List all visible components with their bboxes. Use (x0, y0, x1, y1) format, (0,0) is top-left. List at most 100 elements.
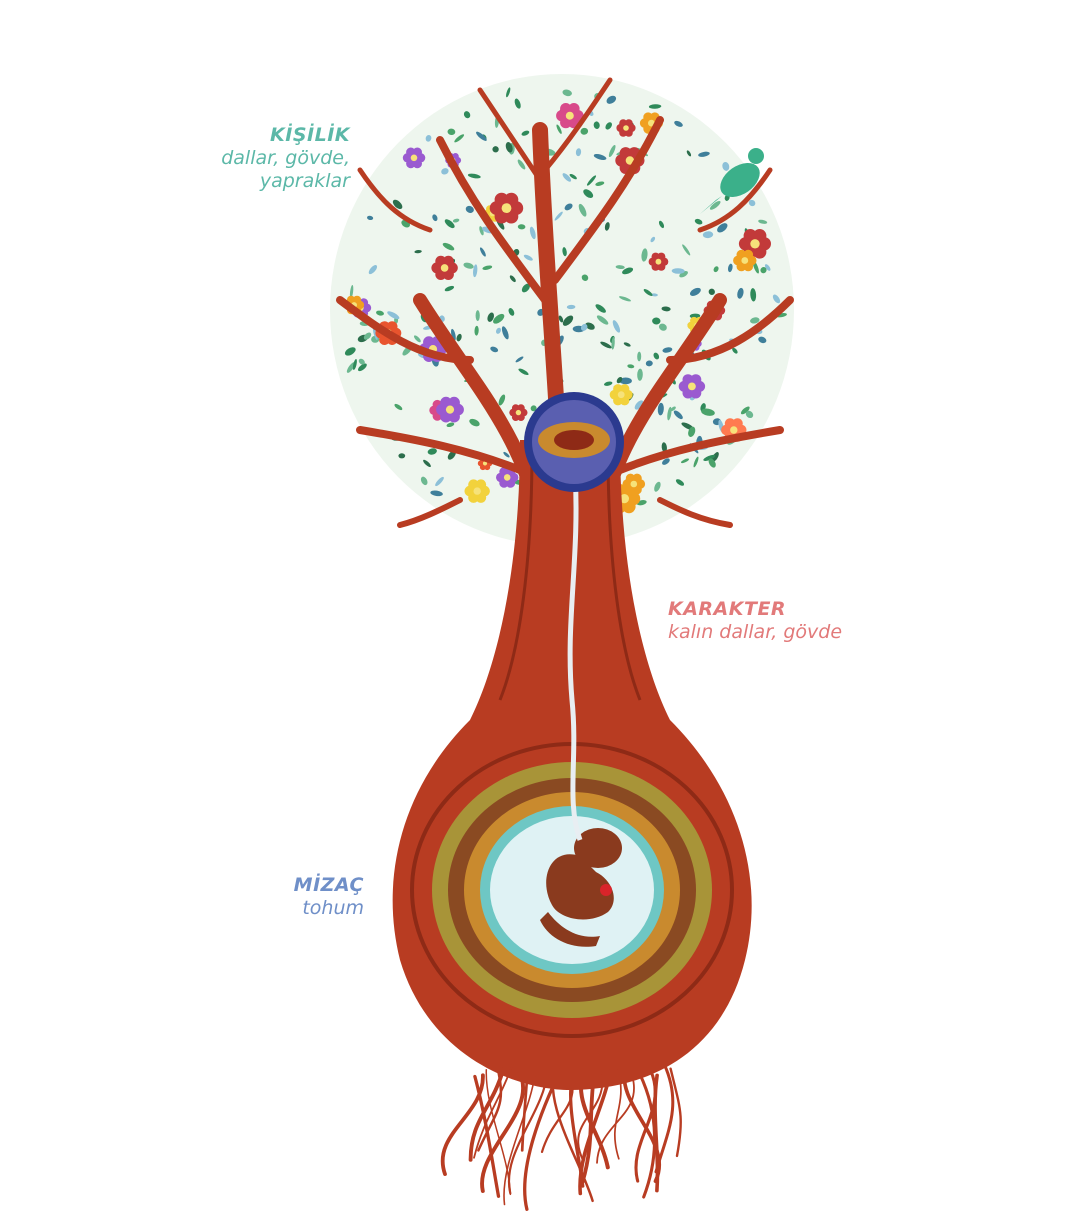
leaf (487, 312, 495, 322)
leaf (444, 285, 455, 292)
leaf (595, 304, 606, 313)
leaf (694, 218, 703, 225)
leaf (622, 267, 634, 275)
leaf (575, 148, 582, 157)
leaf (634, 400, 644, 410)
label-kisilik-line-1: dallar, gövde, (221, 146, 350, 169)
leaf (517, 224, 526, 230)
leaf (737, 287, 744, 299)
leaf (376, 310, 384, 316)
leaf (496, 327, 501, 334)
leaf (566, 304, 576, 310)
leaf (492, 146, 499, 153)
leaf (670, 406, 676, 412)
leaf (580, 323, 588, 331)
flower (738, 229, 771, 259)
leaf (745, 410, 754, 419)
leaf (661, 306, 671, 312)
root (653, 1073, 660, 1193)
leaf (569, 173, 577, 180)
leaf (679, 270, 688, 278)
leaf (529, 226, 536, 240)
leaf (727, 263, 733, 273)
leaf (454, 134, 465, 143)
leaf (603, 381, 613, 386)
leaf (619, 377, 632, 385)
leaf (772, 294, 781, 304)
leaf (658, 220, 665, 229)
curled-figure (540, 828, 622, 947)
leaf (593, 121, 600, 129)
leaf (581, 274, 589, 281)
leaf (600, 341, 612, 349)
leaf (674, 120, 683, 127)
root (473, 1074, 501, 1198)
leaf (611, 336, 615, 350)
leaf (758, 336, 767, 344)
root (507, 1072, 549, 1195)
leaf (673, 410, 683, 420)
leaf (689, 287, 701, 296)
root (577, 1073, 604, 1163)
root (473, 1060, 515, 1159)
leaf (627, 364, 635, 369)
leaf (750, 317, 760, 324)
leaf (643, 289, 653, 296)
leaf (413, 335, 421, 343)
leaf (482, 265, 493, 270)
leaf (612, 320, 621, 333)
leaf (703, 454, 716, 461)
leaf (447, 128, 456, 136)
leaf (709, 201, 721, 210)
leaf (616, 376, 623, 384)
leaf (562, 89, 572, 97)
leaf (578, 203, 587, 217)
leaf (667, 406, 672, 421)
leaf (760, 266, 767, 274)
flower (678, 374, 706, 399)
flower (431, 255, 458, 280)
leaf (605, 122, 612, 130)
flower (489, 192, 524, 224)
leaf (662, 347, 673, 353)
leaf (722, 161, 730, 171)
leaf (713, 266, 719, 273)
root (578, 1058, 610, 1170)
leaf (586, 175, 597, 186)
leaf (764, 264, 771, 271)
leaf (452, 218, 460, 223)
leaf (451, 328, 456, 341)
root (578, 1069, 613, 1196)
flower (622, 473, 646, 495)
leaf (517, 159, 526, 170)
leaf (469, 418, 480, 427)
leaf (506, 87, 511, 98)
label-kisilik-title: KİŞİLİK (270, 124, 350, 146)
root (520, 1064, 530, 1152)
leaf (476, 131, 487, 141)
leaf (554, 211, 563, 221)
leaf (556, 124, 562, 134)
leaf (505, 142, 513, 153)
leaf (442, 242, 455, 251)
root (614, 1068, 622, 1160)
flower (616, 119, 636, 137)
leaf (711, 452, 719, 462)
leaf (682, 244, 691, 256)
flower (648, 252, 669, 271)
leaf (420, 476, 428, 486)
leaf (530, 405, 537, 412)
leaf (641, 248, 648, 262)
leaf (652, 317, 661, 325)
leaf (493, 313, 505, 324)
leaf (367, 215, 374, 221)
leaf (475, 310, 480, 322)
leaf (658, 323, 667, 331)
leaf (446, 422, 455, 428)
leaf (523, 254, 533, 261)
root (468, 1067, 506, 1162)
leaf (414, 249, 422, 254)
leaf (463, 111, 471, 119)
leaf (596, 315, 609, 325)
leaf (349, 284, 354, 299)
